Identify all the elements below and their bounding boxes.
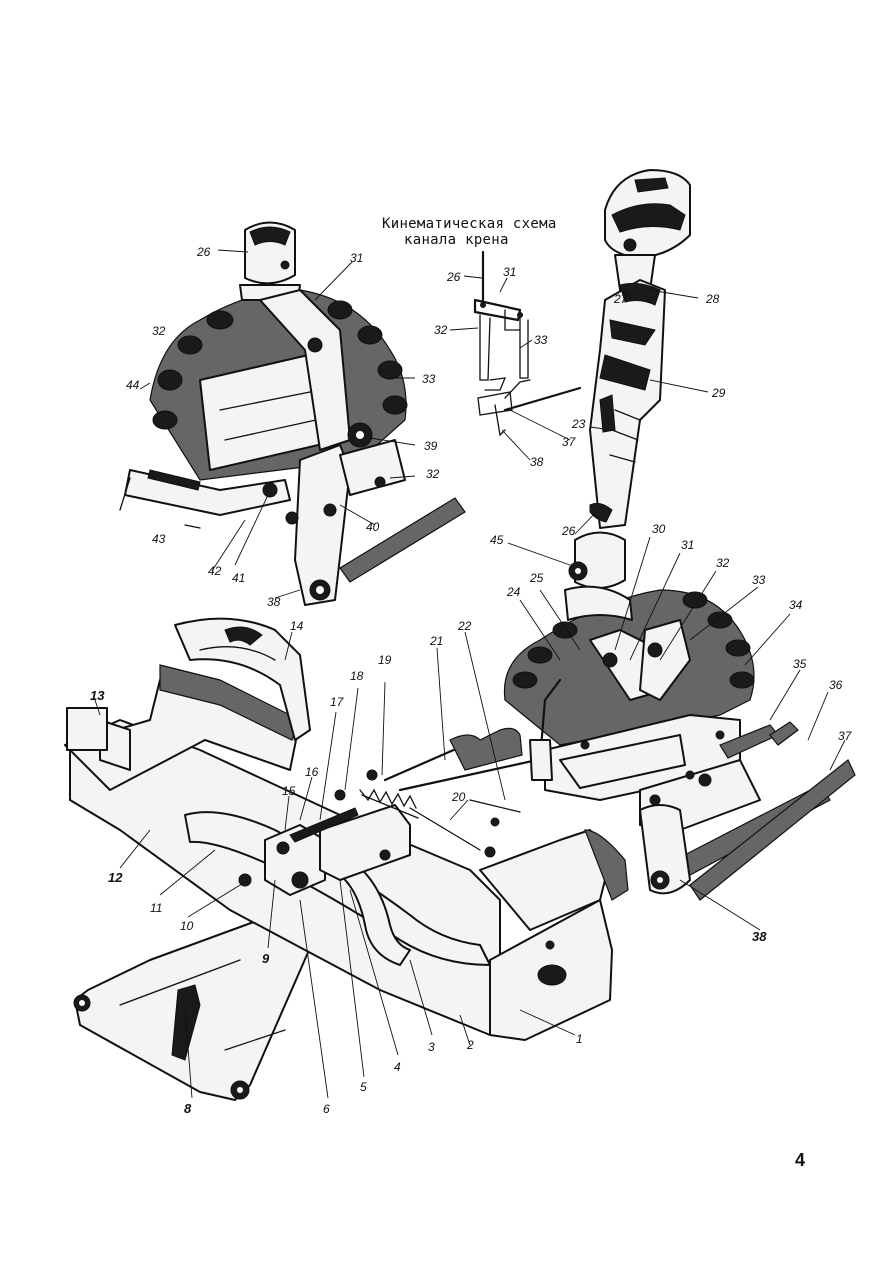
label-45: 45 bbox=[490, 533, 504, 547]
exploded-detail-left bbox=[119, 221, 466, 606]
part-number-labels: 26 31 32 33 37 38 26 31 32 33 44 39 32 4… bbox=[90, 245, 853, 1116]
label-15: 15 bbox=[282, 784, 296, 798]
label-41: 41 bbox=[232, 571, 245, 585]
label-32: 32 bbox=[152, 324, 166, 338]
label-40: 40 bbox=[366, 520, 380, 534]
label-28: 28 bbox=[705, 292, 720, 306]
label-22: 22 bbox=[457, 619, 472, 633]
label-2: 2 bbox=[466, 1038, 474, 1052]
label-38: 38 bbox=[530, 455, 544, 469]
label-3: 3 bbox=[428, 1040, 435, 1054]
label-32: 32 bbox=[434, 323, 448, 337]
label-26: 26 bbox=[561, 524, 576, 538]
label-33: 33 bbox=[534, 333, 548, 347]
label-31: 31 bbox=[503, 265, 516, 279]
label-12: 12 bbox=[108, 870, 123, 885]
label-26: 26 bbox=[446, 270, 461, 284]
label-4: 4 bbox=[394, 1060, 401, 1074]
label-37: 37 bbox=[838, 729, 853, 743]
label-6: 6 bbox=[323, 1102, 330, 1116]
label-30: 30 bbox=[652, 522, 666, 536]
leader-lines bbox=[94, 249, 846, 1099]
label-17: 17 bbox=[330, 695, 345, 709]
label-19: 19 bbox=[378, 653, 392, 667]
label-27: 27 bbox=[613, 292, 629, 306]
label-10: 10 bbox=[180, 919, 194, 933]
label-18: 18 bbox=[350, 669, 364, 683]
label-31: 31 bbox=[681, 538, 694, 552]
label-32: 32 bbox=[426, 467, 440, 481]
label-33: 33 bbox=[752, 573, 766, 587]
label-16: 16 bbox=[305, 765, 319, 779]
label-38: 38 bbox=[752, 929, 767, 944]
label-44: 44 bbox=[126, 378, 140, 392]
label-26: 26 bbox=[196, 245, 211, 259]
label-21: 21 bbox=[429, 634, 443, 648]
label-34: 34 bbox=[789, 598, 803, 612]
label-32: 32 bbox=[716, 556, 730, 570]
label-36: 36 bbox=[829, 678, 843, 692]
label-13: 13 bbox=[90, 688, 105, 703]
label-11: 11 bbox=[150, 901, 162, 915]
label-20: 20 bbox=[451, 790, 466, 804]
label-25: 25 bbox=[529, 571, 544, 585]
label-29: 29 bbox=[711, 386, 726, 400]
label-42: 42 bbox=[208, 564, 222, 578]
label-38: 38 bbox=[267, 595, 281, 609]
spring-linkage bbox=[238, 727, 562, 896]
base-frame bbox=[64, 617, 629, 1101]
label-31: 31 bbox=[350, 251, 363, 265]
label-1: 1 bbox=[576, 1032, 583, 1046]
label-37: 37 bbox=[562, 435, 577, 449]
schematic-caption-line1: Кинематическая схема bbox=[382, 216, 557, 232]
label-5: 5 bbox=[360, 1080, 367, 1094]
page-number: 4 bbox=[795, 1150, 806, 1170]
label-8: 8 bbox=[184, 1101, 192, 1116]
roll-rods bbox=[639, 721, 856, 901]
kinematic-schematic bbox=[473, 250, 582, 437]
label-23: 23 bbox=[571, 417, 586, 431]
control-stick bbox=[589, 169, 691, 529]
label-33: 33 bbox=[422, 372, 436, 386]
label-9: 9 bbox=[262, 951, 270, 966]
label-39: 39 bbox=[424, 439, 438, 453]
label-35: 35 bbox=[793, 657, 807, 671]
label-43: 43 bbox=[152, 532, 166, 546]
label-14: 14 bbox=[290, 619, 304, 633]
label-24: 24 bbox=[506, 585, 521, 599]
schematic-caption-line2: канала крена bbox=[404, 232, 509, 248]
stick-base-housing bbox=[503, 531, 761, 831]
